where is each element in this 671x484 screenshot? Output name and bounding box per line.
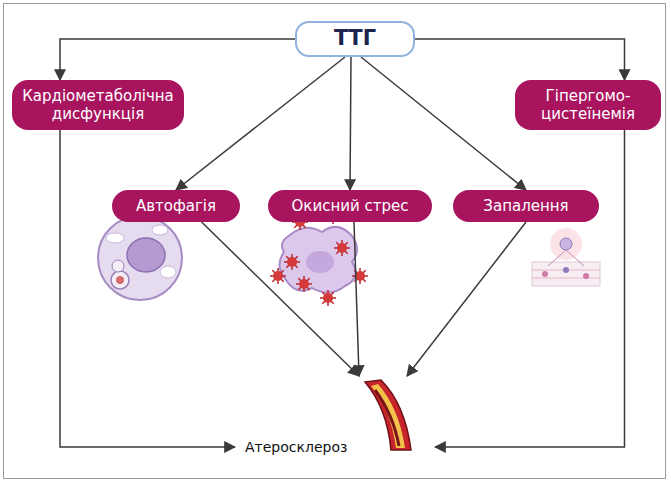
autophagy-cell [98, 216, 182, 300]
arrow-connector [60, 39, 295, 80]
node-label: Атеросклероз [243, 439, 349, 456]
node-label: Автофагія [136, 197, 216, 215]
arrow-connector [350, 57, 351, 190]
mechanism-box: Автофагія [112, 190, 240, 222]
inflammation-picture [532, 228, 600, 286]
arrow-connector [176, 57, 345, 190]
mechanism-box: Окисний стрес [268, 190, 432, 222]
artery-picture [347, 378, 427, 454]
mechanism-box: Запалення [453, 190, 599, 222]
arrow-connector [202, 222, 359, 376]
arrow-connector [407, 222, 526, 376]
outcome-node: Атеросклероз [235, 376, 435, 462]
oxidative-stress-cell [279, 227, 357, 293]
factor-box: Кардіометаболічна дисфункція [12, 80, 184, 130]
node-label: Окисний стрес [292, 197, 409, 215]
arrow-connector [354, 222, 359, 376]
node-label: Гіпергомо- цистеїнемія [527, 87, 649, 123]
factor-box: Гіпергомо- цистеїнемія [515, 80, 661, 130]
node-label: Кардіометаболічна дисфункція [22, 87, 174, 123]
arrow-connector [415, 39, 625, 80]
node-label: ТТГ [334, 26, 376, 51]
node-label: Запалення [483, 197, 568, 215]
arrow-connector [60, 130, 235, 447]
hormone-box: ТТГ [295, 21, 415, 57]
arrow-connector [361, 57, 526, 190]
arrow-connector [435, 130, 625, 447]
